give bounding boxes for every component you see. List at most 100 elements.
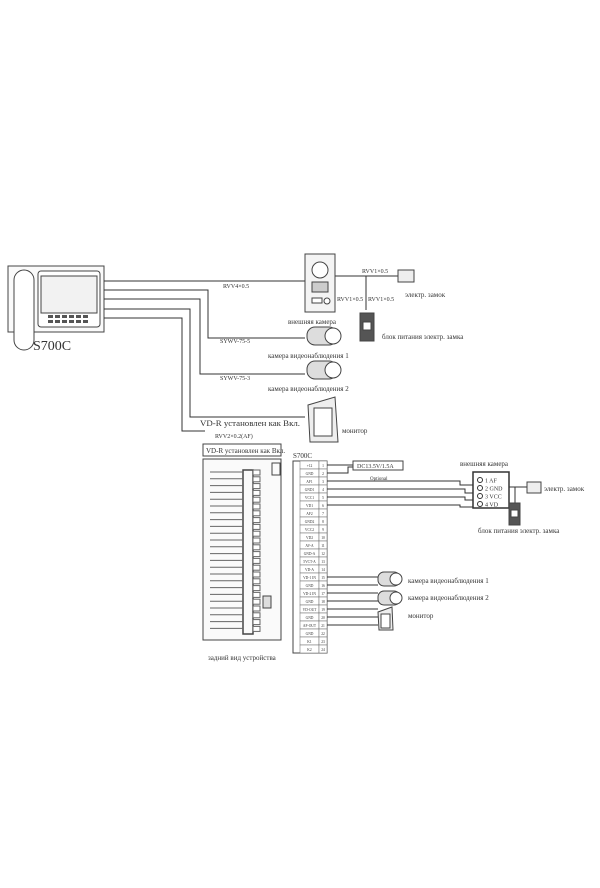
bottom-cables <box>327 464 534 626</box>
terminal-row: +12 1 <box>299 460 328 470</box>
psu-label: DC13.5V/1.5A <box>357 464 394 470</box>
terminal-label: VD-1 IN <box>303 576 316 580</box>
cctv2-label: камера видеонаблюдения 2 <box>408 594 489 602</box>
rear-panel <box>202 458 282 641</box>
terminal-number: 21 <box>321 624 325 628</box>
terminal-number: 14 <box>321 568 325 572</box>
monitor-label: монитор <box>342 427 368 435</box>
terminal-label: VCC1 <box>305 496 314 500</box>
terminal-number: 24 <box>321 648 325 652</box>
door-terminal-label: 4 VD <box>485 503 499 509</box>
terminal-row: GND 22 <box>299 628 328 638</box>
rear-terminal <box>252 496 261 503</box>
terminal-label: VD1 <box>306 504 313 508</box>
cable-label: SYWV-75-3 <box>220 376 250 382</box>
screw-icon <box>477 485 483 491</box>
rear-terminal <box>252 483 261 490</box>
terminal-label: AF-OUT <box>303 624 317 628</box>
rear-terminal <box>252 557 261 564</box>
model-label: S700C <box>33 339 71 354</box>
screw-icon <box>477 501 483 507</box>
rear-terminal <box>252 537 261 544</box>
terminal-label: K2 <box>307 648 312 652</box>
terminal-label: GND1 <box>305 488 315 492</box>
cable-label: SYWV-75-5 <box>220 339 250 345</box>
door-terminal-label: 2 GND <box>485 487 503 493</box>
terminal-label: AV-A <box>305 544 314 548</box>
lock-psu-icon <box>359 312 375 342</box>
rear-terminal <box>252 598 261 605</box>
outdoor-camera-label: внешняя камера <box>288 318 337 326</box>
terminal-label: VD-OUT <box>303 608 318 612</box>
terminal-row: K2 24 <box>299 644 328 654</box>
rear-terminal <box>252 564 261 571</box>
terminal-label: GND <box>306 632 314 636</box>
terminal-label: AF2 <box>306 512 313 516</box>
terminal-row: AF-OUT 21 <box>299 620 328 630</box>
vdr-label: VD-R установлен как Вкл. <box>200 419 300 428</box>
lock-label: электр. замок <box>544 485 585 493</box>
rear-terminal <box>252 625 261 632</box>
s700c-label: S700C <box>293 452 312 460</box>
terminal-label: +12 <box>307 464 313 468</box>
cable-label: RVV2×0.2(AF) <box>215 433 253 440</box>
terminal-label: VD-A <box>305 568 314 572</box>
terminal-number: 20 <box>321 616 325 620</box>
terminal-number: 6 <box>322 504 324 508</box>
cctv1-label: камера видеонаблюдения 1 <box>268 352 349 360</box>
rear-terminal <box>252 591 261 598</box>
terminal-label: GND2 <box>305 520 315 524</box>
rear-terminal <box>252 489 261 496</box>
terminal-row: AF2 7 <box>299 508 328 518</box>
rear-terminal <box>252 605 261 612</box>
terminal-number: 22 <box>321 632 325 636</box>
terminal-row: VD1 6 <box>299 500 328 510</box>
cctv-camera-icon <box>306 326 342 380</box>
rear-terminal <box>252 585 261 592</box>
terminal-number: 18 <box>321 600 325 604</box>
terminal-number: 5 <box>322 496 324 500</box>
psu-optional-label: Optional <box>370 477 388 482</box>
electric-lock-icon <box>526 481 542 494</box>
terminal-label: VD2 <box>306 536 313 540</box>
terminal-label: VCC2 <box>305 528 314 532</box>
indoor-monitor <box>7 265 105 351</box>
terminal-label: 5VCT-A <box>303 560 316 564</box>
terminal-label: VD-2 IN <box>303 592 316 596</box>
terminal-label: GND <box>306 584 314 588</box>
monitor-icon <box>377 606 394 631</box>
terminal-label: GND-A <box>304 552 316 556</box>
terminal-number: 1 <box>322 464 324 468</box>
monitor-icon <box>307 396 339 443</box>
terminal-label: GND <box>306 472 314 476</box>
lock-psu-label: блок питания электр. замка <box>478 527 560 535</box>
terminal-number: 7 <box>322 512 324 516</box>
terminal-number: 15 <box>321 576 325 580</box>
rear-terminal <box>252 517 261 524</box>
screw-icon <box>477 477 483 483</box>
rear-terminal <box>252 578 261 585</box>
terminal-label: K1 <box>307 640 312 644</box>
cable-label: RVV1×0.5 <box>337 297 363 303</box>
outdoor-camera-panel <box>304 253 336 313</box>
rear-terminal <box>252 476 261 483</box>
cable-label: RVV4×0.5 <box>223 284 249 290</box>
cctv-camera-icon <box>377 571 403 606</box>
terminal-row: VD-A 14 <box>299 564 328 574</box>
terminal-row: GND-A 12 <box>299 548 328 558</box>
door-terminal-label: 3 VCC <box>485 495 502 501</box>
terminal-number: 9 <box>322 528 324 532</box>
terminal-number: 12 <box>321 552 325 556</box>
outdoor-camera-label: внешняя камера <box>460 460 509 468</box>
